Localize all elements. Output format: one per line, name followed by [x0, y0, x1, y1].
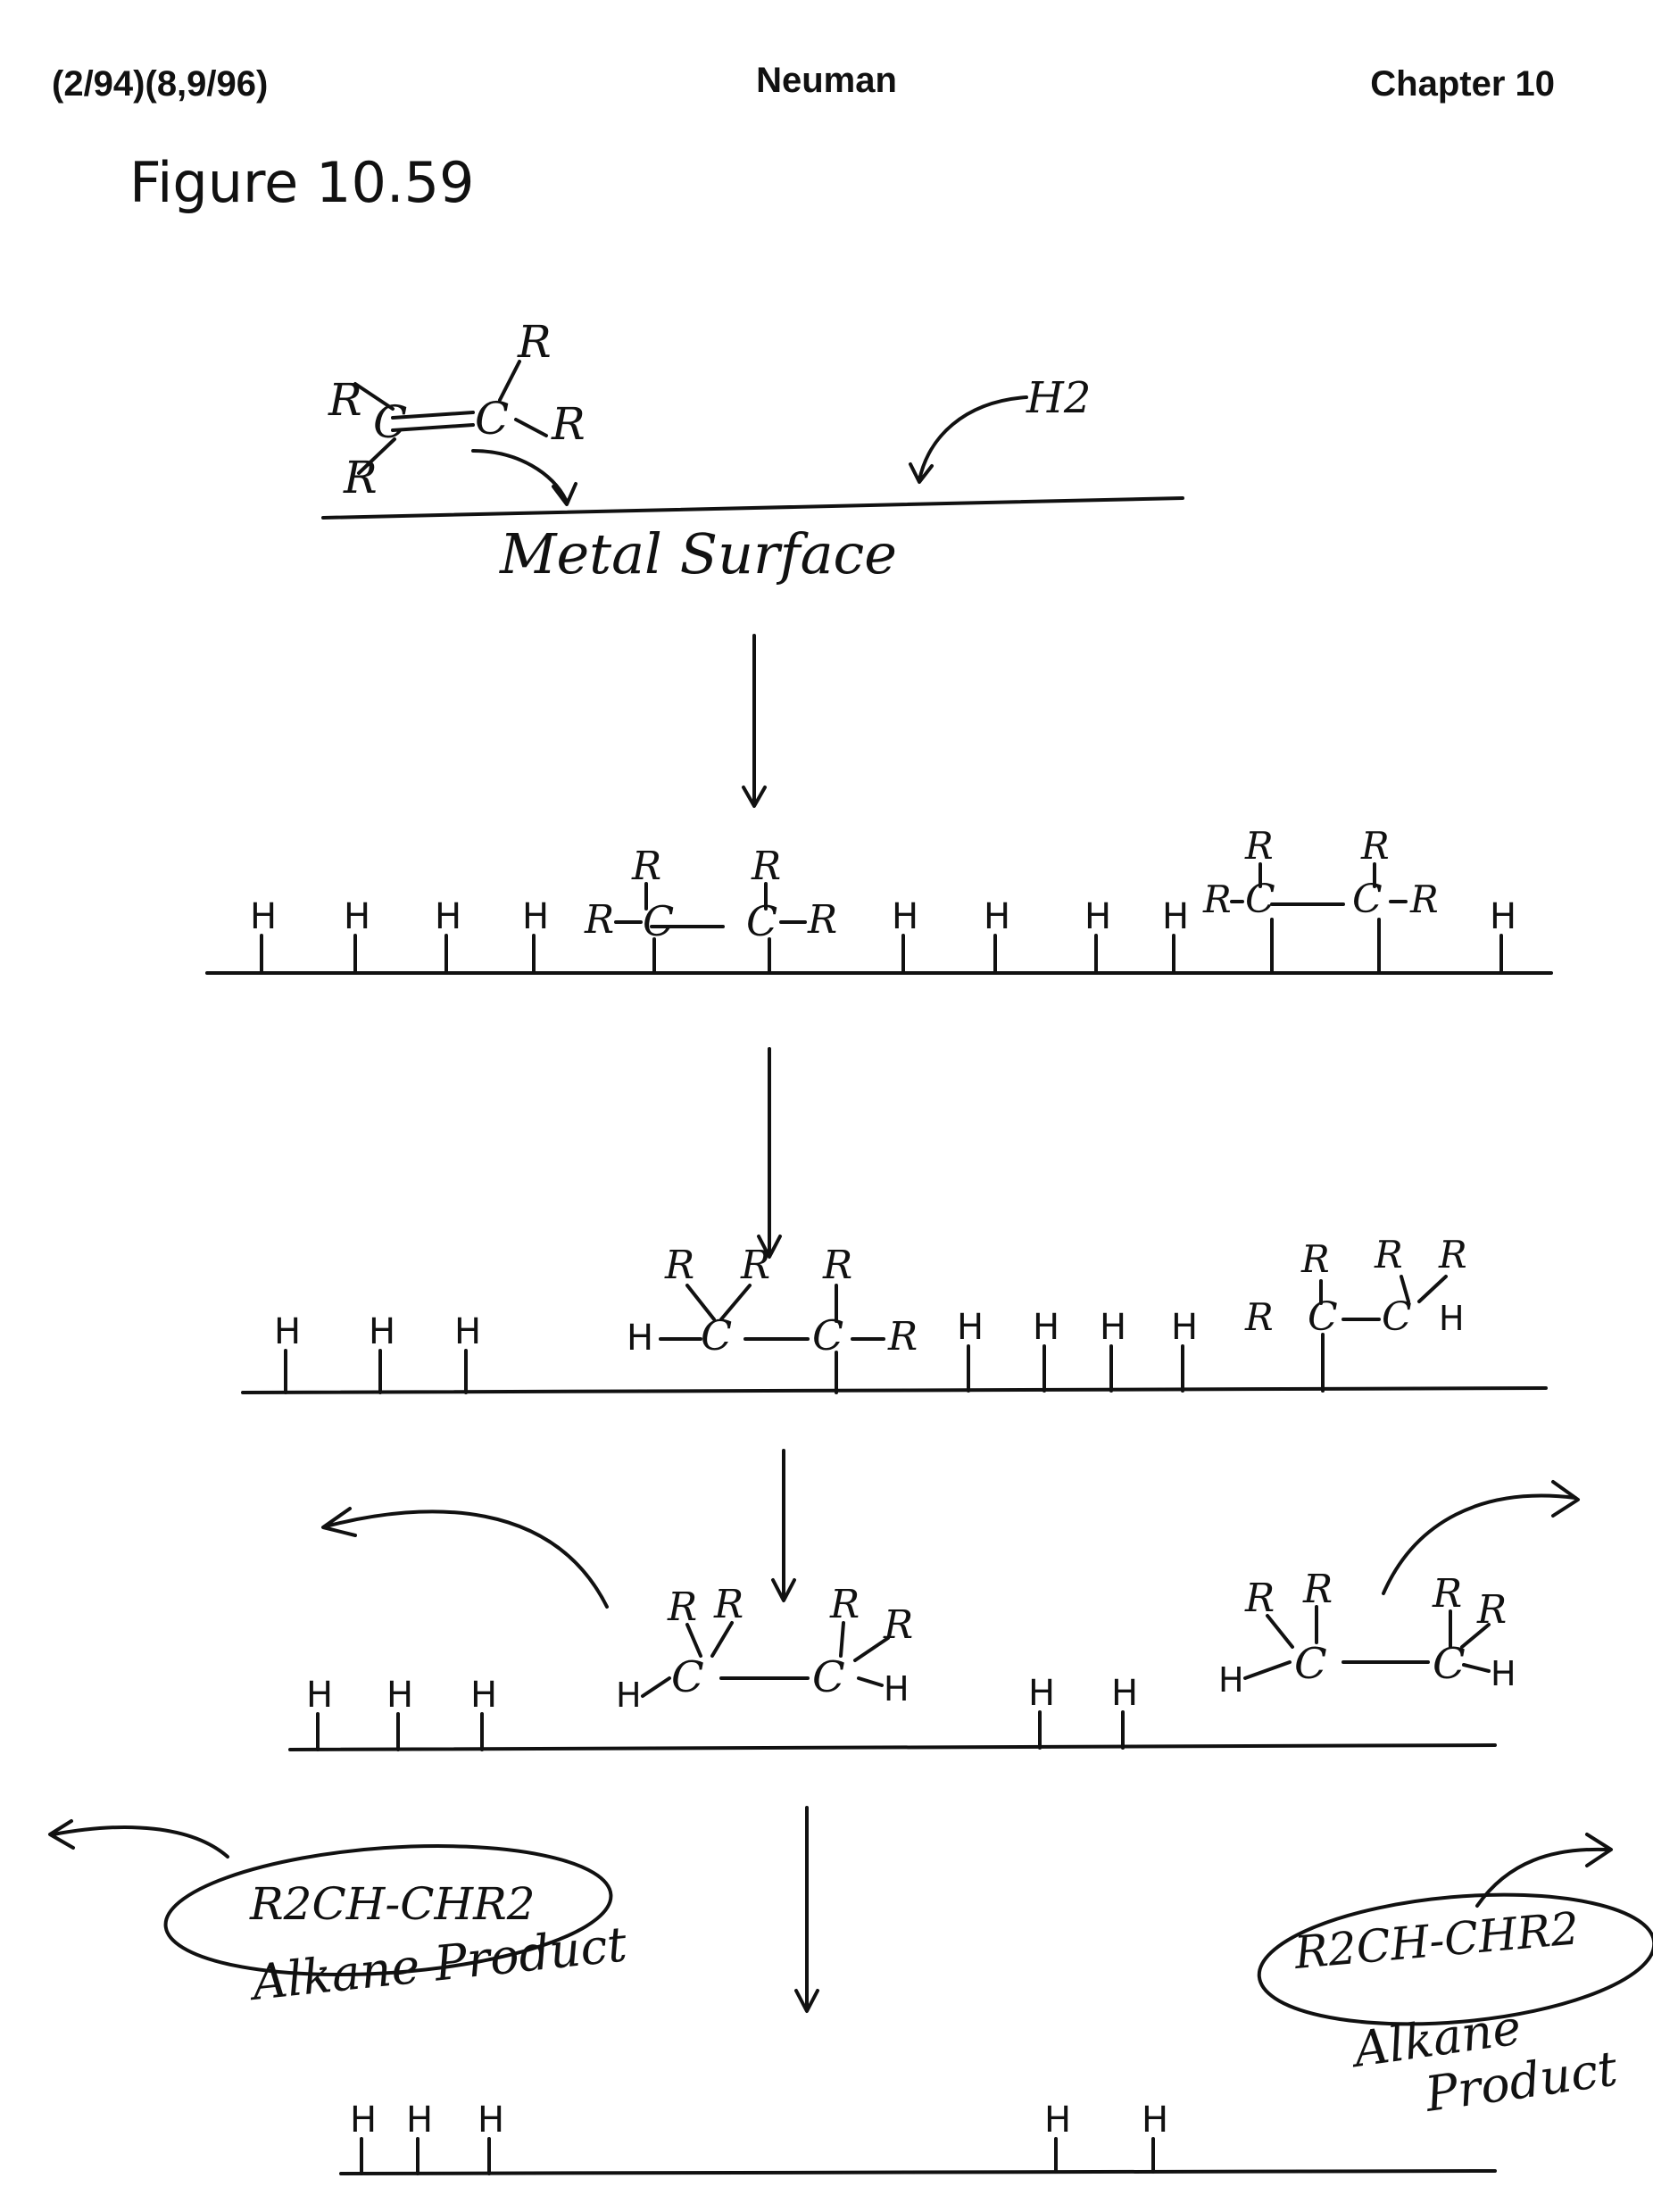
half-h-carbon-4: C — [1382, 1294, 1412, 1340]
surface-hydrogen-24: H — [478, 2100, 504, 2141]
half-h-r: R — [740, 1243, 770, 1288]
adsorbed-r: R — [1360, 824, 1390, 868]
surface-hydrogen-25: H — [1044, 2100, 1071, 2141]
alkane-r: R — [1432, 1571, 1462, 1617]
surface-hydrogen-3: H — [435, 896, 461, 937]
product-formula-right: R2CH-CHR2 — [1292, 1902, 1581, 1979]
h2-to-surface-arrow — [918, 395, 1028, 482]
adsorbed-r: R — [584, 897, 614, 943]
adsorbed-carbon-2: C — [746, 897, 777, 945]
half-h-carbon-1: C — [701, 1311, 732, 1360]
surface-hydrogen-19: H — [470, 1675, 497, 1716]
alkene-r-3: R — [517, 316, 552, 368]
header-author: Neuman — [756, 61, 897, 100]
product-leaving-arrow-right — [1475, 1847, 1608, 1908]
half-h-h: H — [1439, 1299, 1465, 1338]
adsorbed-r: R — [631, 844, 661, 889]
alkene-carbon-2: C — [475, 393, 509, 445]
surface-hydrogen-16: H — [1171, 1307, 1198, 1348]
half-h-r: R — [887, 1314, 918, 1360]
adsorbed-carbon-3: C — [1245, 877, 1275, 922]
half-h-r: R — [822, 1243, 852, 1288]
half-h-r: R — [1438, 1233, 1467, 1276]
surface-hydrogen-18: H — [386, 1675, 413, 1716]
double-bond-lower — [391, 423, 475, 432]
alkane-r: R — [1302, 1567, 1333, 1612]
adsorbed-r: R — [751, 844, 781, 889]
surface-hydrogen-1: H — [250, 896, 277, 937]
header-chapter: Chapter 10 — [1370, 64, 1555, 104]
surface-hydrogen-9: H — [1490, 896, 1516, 937]
figure-title: Figure 10.59 — [129, 150, 475, 215]
surface-hydrogen-2: H — [344, 896, 370, 937]
adsorbed-r: R — [1244, 824, 1274, 868]
half-h-carbon-2: C — [812, 1311, 843, 1360]
half-h-r: R — [664, 1243, 694, 1288]
alkene-r-1: R — [328, 374, 362, 426]
surface-hydrogen-5: H — [892, 896, 918, 937]
surface-hydrogen-26: H — [1142, 2100, 1168, 2141]
alkene-to-surface-arrow — [471, 449, 569, 503]
adsorbed-carbon-4: C — [1352, 877, 1383, 922]
surface-hydrogen-7: H — [1084, 896, 1111, 937]
header-date: (2/94)(8,9/96) — [52, 64, 269, 104]
double-bond-upper — [391, 411, 475, 420]
alkane-r: R — [1476, 1587, 1507, 1633]
surface-hydrogen-13: H — [957, 1307, 984, 1348]
surface-hydrogen-6: H — [984, 896, 1010, 937]
alkane-r: R — [713, 1582, 743, 1627]
half-h-r: R — [1300, 1237, 1330, 1281]
surface-hydrogen-8: H — [1162, 896, 1189, 937]
desorption-arrow-left — [324, 1509, 609, 1609]
surface-hydrogen-15: H — [1100, 1307, 1126, 1348]
half-h-h: H — [627, 1318, 653, 1359]
half-h-carbon-3: C — [1308, 1294, 1338, 1340]
alkene-r-2: R — [343, 452, 378, 503]
surface-hydrogen-21: H — [1111, 1673, 1138, 1714]
product-ellipse-left — [163, 1844, 613, 1976]
alkane-carbon-1: C — [671, 1652, 704, 1702]
surface-hydrogen-11: H — [369, 1311, 395, 1352]
metal-surface-label: Metal Surface — [499, 521, 897, 586]
surface-hydrogen-20: H — [1028, 1673, 1055, 1714]
adsorbed-r: R — [807, 897, 837, 943]
surface-hydrogen-23: H — [406, 2100, 433, 2141]
alkane-r: R — [1244, 1576, 1275, 1621]
alkane-h: H — [1218, 1660, 1244, 1700]
surface-hydrogen-10: H — [274, 1311, 301, 1352]
product-formula-left: R2CH-CHR2 — [249, 1878, 536, 1930]
half-h-r: R — [1244, 1295, 1274, 1339]
alkane-r: R — [829, 1582, 860, 1627]
product-leaving-arrow-left — [52, 1825, 229, 1859]
surface-hydrogen-12: H — [454, 1311, 481, 1352]
metal-surface-line — [321, 496, 1184, 520]
alkene-carbon-1: C — [373, 396, 407, 448]
surface-hydrogen-4: H — [522, 896, 549, 937]
product-label-left: Alkane Product — [245, 1916, 630, 2011]
alkane-r: R — [883, 1602, 913, 1648]
product-ellipse-right — [1257, 1892, 1653, 2026]
alkane-h: H — [616, 1676, 642, 1715]
alkane-h: H — [884, 1669, 910, 1709]
adsorbed-r: R — [1409, 877, 1439, 921]
surface-hydrogen-17: H — [306, 1675, 333, 1716]
metal-surface-line — [241, 1386, 1548, 1394]
alkane-carbon-3: C — [1294, 1639, 1327, 1689]
adsorbed-r: R — [1202, 877, 1232, 921]
half-h-r: R — [1374, 1233, 1403, 1276]
alkane-r: R — [667, 1584, 697, 1630]
alkane-carbon-2: C — [812, 1652, 845, 1702]
surface-hydrogen-22: H — [350, 2100, 377, 2141]
metal-surface-line — [288, 1743, 1497, 1751]
desorption-arrow-right — [1382, 1493, 1577, 1595]
surface-hydrogen-14: H — [1033, 1307, 1059, 1348]
hydrogen-label: H2 — [1026, 373, 1091, 423]
alkene-r-4: R — [551, 398, 586, 450]
alkane-carbon-4: C — [1433, 1639, 1466, 1689]
metal-surface-line — [339, 2169, 1497, 2175]
adsorbed-carbon-1: C — [643, 897, 674, 945]
alkane-h: H — [1491, 1654, 1516, 1693]
